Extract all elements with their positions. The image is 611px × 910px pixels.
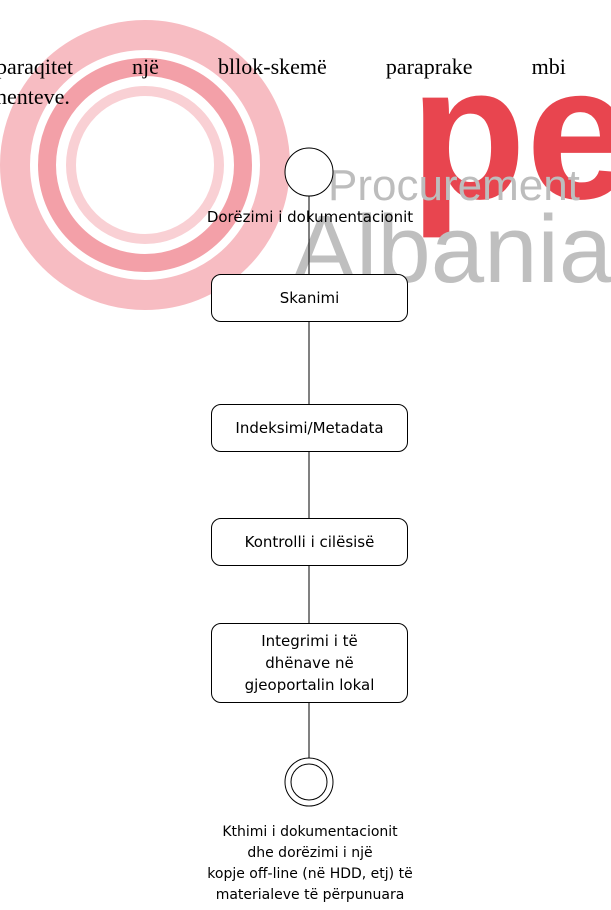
end-label-line: kopje off-line (në HDD, etj) të (207, 866, 413, 882)
step-kontrolli: Kontrolli i cilësisë (211, 518, 408, 566)
step-integrimi: Integrimi i të dhënave në gjeoportalin l… (211, 623, 408, 703)
intro-word: mbi (531, 54, 566, 79)
end-label-line: Kthimi i dokumentacionit (222, 824, 398, 840)
end-label: Kthimi i dokumentacionit dhe dorëzimi i … (160, 822, 460, 906)
intro-line-1: paraqitet një bllok-skemë paraprake mbi … (0, 52, 611, 82)
intro-word: paraprake (385, 54, 473, 79)
end-node-outer (284, 757, 334, 807)
intro-word: një (132, 54, 159, 79)
intro-word: paraqitet (0, 54, 73, 79)
start-label: Dorëzimi i dokumentacionit (206, 208, 414, 226)
intro-word: bllok-skemë (218, 54, 327, 79)
step-indeksimi: Indeksimi/Metadata (211, 404, 408, 452)
intro-paragraph: paraqitet një bllok-skemë paraprake mbi … (0, 52, 611, 112)
end-label-line: materialeve të përpunuara (215, 887, 405, 903)
step-skanimi: Skanimi (211, 274, 408, 322)
end-node-inner (290, 763, 328, 801)
intro-line-2: nenteve. (0, 84, 70, 109)
start-node (284, 147, 334, 197)
watermark-rings (0, 20, 290, 310)
watermark-word-big: pen (410, 27, 611, 239)
end-label-line: dhe dorëzimi i një (247, 845, 373, 861)
watermark-word-procurement: Procurement (328, 161, 580, 210)
